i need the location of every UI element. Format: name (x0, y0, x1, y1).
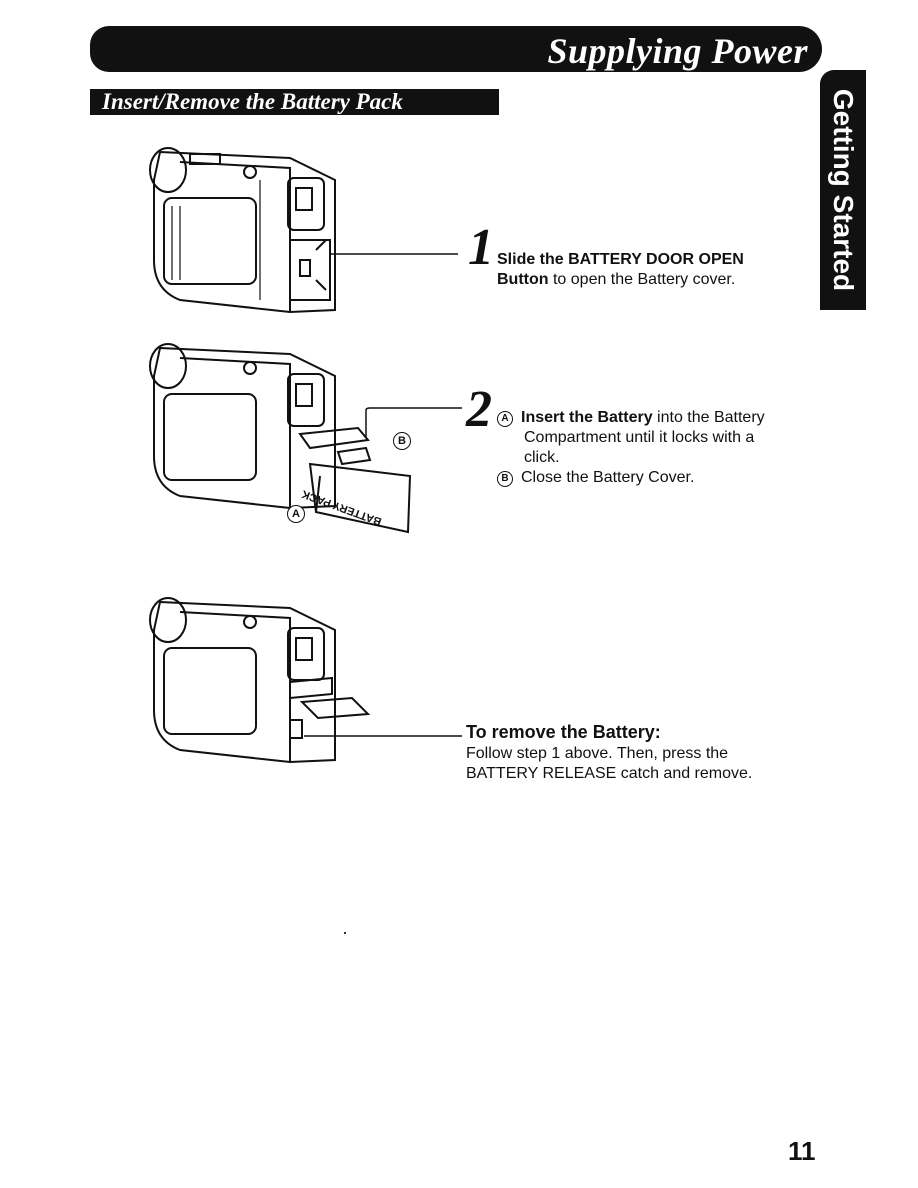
page-title: Supplying Power (547, 31, 808, 71)
step-2-rest3: click. (524, 449, 560, 466)
camcorder-illustration-step1 (149, 147, 336, 314)
callout-a: A (287, 505, 305, 523)
marker-a: A (497, 411, 513, 427)
step-2-rest1: into the Battery (652, 409, 765, 426)
step-1-bold-a: Slide the BATTERY DOOR OPEN (497, 251, 744, 268)
section-heading-bar: Insert/Remove the Battery Pack (90, 89, 499, 115)
callout-b: B (393, 432, 411, 450)
remove-line2: BATTERY RELEASE catch and remove. (466, 765, 753, 782)
step-2-number: 2 (466, 381, 492, 438)
step-2-rest2: Compartment until it locks with a (524, 429, 755, 446)
leader-line-remove (304, 735, 462, 737)
step-2-text: A Insert the Battery into the Battery Com… (497, 408, 817, 488)
section-title: Insert/Remove the Battery Pack (102, 89, 403, 114)
leader-line-step1 (330, 253, 458, 255)
side-tab: Getting Started (820, 70, 866, 310)
step-1-rest: to open the Battery cover. (548, 271, 736, 288)
title-banner: Supplying Power (90, 26, 822, 72)
page-number: 11 (788, 1136, 816, 1166)
marker-b: B (497, 471, 513, 487)
camcorder-battery-insert-illustration: BATTERY PACK (149, 343, 412, 534)
step-1-text: Slide the BATTERY DOOR OPEN Button to op… (497, 250, 807, 290)
step-1-number: 1 (468, 219, 494, 276)
remove-heading: To remove the Battery: (466, 722, 661, 742)
step-1-bold-b: Button (497, 271, 549, 288)
step-2-item-b: Close the Battery Cover. (521, 469, 695, 486)
stray-dot (344, 932, 346, 934)
remove-section: To remove the Battery: Follow step 1 abo… (466, 722, 806, 784)
camcorder-battery-remove-illustration (149, 597, 371, 764)
remove-line1: Follow step 1 above. Then, press the (466, 745, 729, 762)
leader-line-step2 (365, 407, 462, 438)
side-tab-label: Getting Started (828, 88, 859, 292)
step-2-bold: Insert the Battery (521, 409, 653, 426)
